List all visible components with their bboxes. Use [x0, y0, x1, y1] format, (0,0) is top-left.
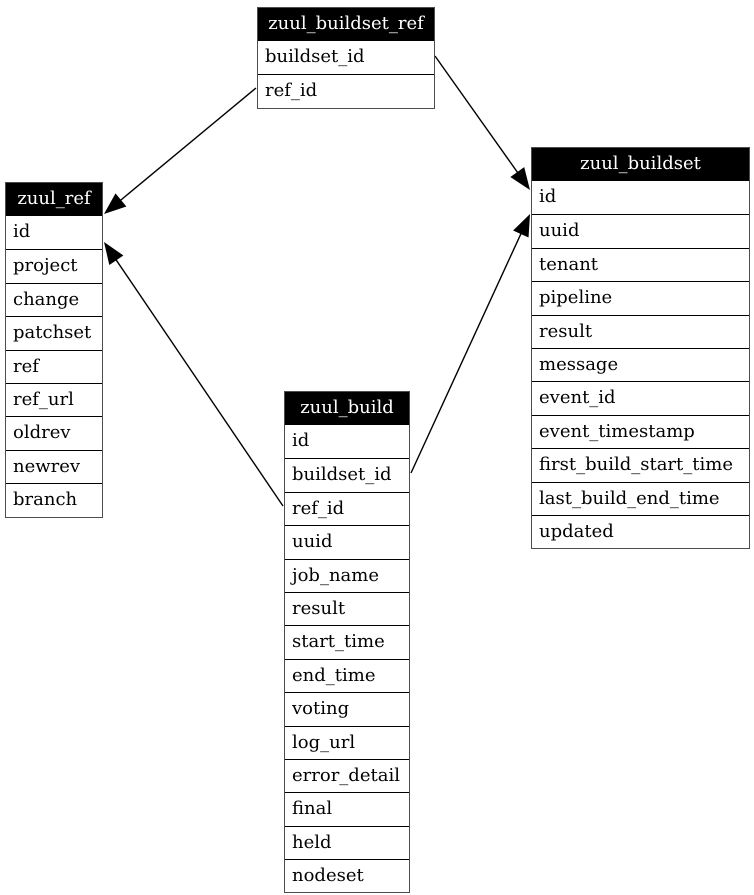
relationship-line — [114, 258, 284, 507]
column-row-zuul_buildset-tenant[interactable]: tenant — [532, 247, 749, 282]
relationship-arrowhead — [513, 214, 530, 238]
column-row-zuul_build-uuid[interactable]: uuid — [285, 525, 409, 559]
entity-title-zuul_buildset_ref: zuul_buildset_ref — [258, 8, 434, 41]
column-row-zuul_ref-branch[interactable]: branch — [6, 483, 102, 517]
column-row-zuul_buildset_ref-buildset_id[interactable]: buildset_id — [258, 41, 434, 75]
relationship-line — [434, 55, 520, 175]
column-row-zuul_buildset-result[interactable]: result — [532, 314, 749, 348]
column-row-zuul_ref-ref[interactable]: ref — [6, 349, 102, 383]
column-row-zuul_ref-project[interactable]: project — [6, 249, 102, 283]
column-row-zuul_buildset-event_timestamp[interactable]: event_timestamp — [532, 414, 749, 449]
column-row-zuul_build-voting[interactable]: voting — [285, 692, 409, 726]
column-row-zuul_build-end_time[interactable]: end_time — [285, 658, 409, 693]
column-row-zuul_ref-patchset[interactable]: patchset — [6, 316, 102, 350]
entity-title-zuul_buildset: zuul_buildset — [532, 148, 749, 181]
column-row-zuul_buildset-id[interactable]: id — [532, 181, 749, 215]
column-row-zuul_buildset-pipeline[interactable]: pipeline — [532, 281, 749, 315]
column-row-zuul_build-final[interactable]: final — [285, 792, 409, 826]
relationship-edge-build-buildset_id-to-zuul_buildset-id — [410, 214, 530, 474]
column-row-zuul_buildset-message[interactable]: message — [532, 347, 749, 382]
column-row-zuul_ref-newrev[interactable]: newrev — [6, 449, 102, 484]
column-row-zuul_build-job_name[interactable]: job_name — [285, 558, 409, 592]
column-row-zuul_buildset-uuid[interactable]: uuid — [532, 214, 749, 248]
entity-title-zuul_ref: zuul_ref — [6, 183, 102, 216]
column-row-zuul_build-buildset_id[interactable]: buildset_id — [285, 458, 409, 492]
column-row-zuul_build-result[interactable]: result — [285, 591, 409, 626]
column-row-zuul_build-log_url[interactable]: log_url — [285, 725, 409, 759]
column-row-zuul_buildset-first_build_start_time[interactable]: first_build_start_time — [532, 448, 749, 482]
relationship-arrowhead — [104, 193, 127, 214]
column-row-zuul_build-ref_id[interactable]: ref_id — [285, 491, 409, 526]
column-row-zuul_build-start_time[interactable]: start_time — [285, 625, 409, 659]
column-row-zuul_build-held[interactable]: held — [285, 825, 409, 860]
column-row-zuul_buildset-event_id[interactable]: event_id — [532, 381, 749, 415]
relationship-edge-build-ref_id-to-zuul_ref-id — [104, 242, 284, 507]
relationship-arrowhead — [510, 167, 530, 190]
relationship-line — [410, 231, 523, 474]
column-row-zuul_ref-oldrev[interactable]: oldrev — [6, 416, 102, 450]
column-row-zuul_buildset_ref-ref_id[interactable]: ref_id — [258, 74, 434, 108]
relationship-line — [118, 87, 257, 202]
column-row-zuul_ref-id[interactable]: id — [6, 216, 102, 250]
relationship-edge-buildset_ref-ref_id-to-zuul_ref-id — [104, 87, 257, 214]
column-row-zuul_build-nodeset[interactable]: nodeset — [285, 859, 409, 893]
column-row-zuul_build-id[interactable]: id — [285, 425, 409, 459]
column-row-zuul_ref-change[interactable]: change — [6, 282, 102, 317]
entity-title-zuul_build: zuul_build — [285, 392, 409, 425]
relationship-edge-buildset_ref-buildset_id-to-zuul_buildset-id — [434, 55, 530, 190]
column-row-zuul_buildset-last_build_end_time[interactable]: last_build_end_time — [532, 481, 749, 515]
relationship-arrowhead — [104, 242, 124, 265]
column-row-zuul_build-error_detail[interactable]: error_detail — [285, 758, 409, 793]
column-row-zuul_ref-ref_url[interactable]: ref_url — [6, 382, 102, 417]
column-row-zuul_buildset-updated[interactable]: updated — [532, 514, 749, 549]
